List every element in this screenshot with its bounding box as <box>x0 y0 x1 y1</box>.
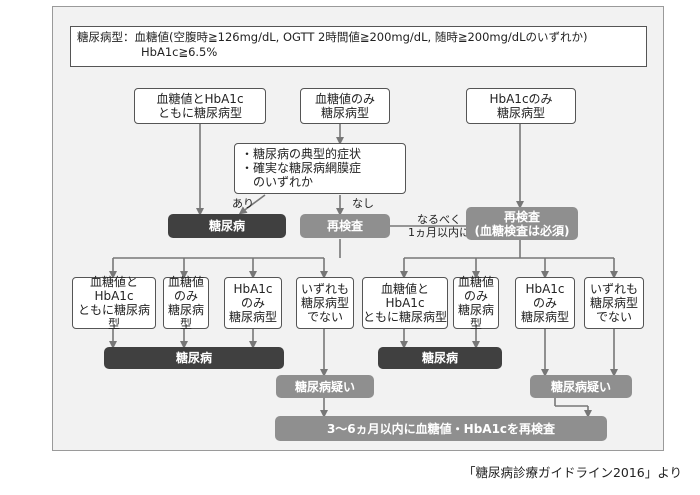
left-result-glucose: 血糖値 のみ 糖尿病型 <box>163 275 209 331</box>
left-result-neither: いずれも 糖尿病型 でない <box>296 277 354 329</box>
left-result-both: 血糖値と HbA1c ともに糖尿病型 <box>72 275 156 331</box>
right-result-hba1c: HbA1c のみ 糖尿病型 <box>515 277 575 329</box>
top-box-hba1c-only: HbA1cのみ 糖尿病型 <box>466 88 576 124</box>
final-retest: 3〜6ヵ月以内に血糖値・HbA1cを再検査 <box>275 416 607 441</box>
criteria-line-2: HbA1c≧6.5% <box>141 45 218 59</box>
label-no: なし <box>352 197 374 210</box>
label-yes: あり <box>232 197 254 210</box>
symptom-typical: 糖尿病の典型的症状 <box>253 147 362 161</box>
diagnostic-criteria: 糖尿病型：血糖値(空腹時≧126mg/dL, OGTT 2時間値≧200mg/d… <box>70 26 647 67</box>
symptom-either: のいずれか <box>253 175 314 189</box>
top-box-glucose-only: 血糖値のみ 糖尿病型 <box>300 88 390 124</box>
left-result-hba1c: HbA1c のみ 糖尿病型 <box>224 277 282 329</box>
right-result-neither: いずれも 糖尿病型 でない <box>584 277 644 329</box>
diagnosis-diabetes-right: 糖尿病 <box>378 347 502 369</box>
retest-right: 再検査 (血糖検査は必須) <box>466 207 578 240</box>
suspect-diabetes-left: 糖尿病疑い <box>276 375 374 398</box>
label-within-month: なるべく 1ヵ月以内に <box>408 213 470 239</box>
criteria-line-1: 糖尿病型：血糖値(空腹時≧126mg/dL, OGTT 2時間値≧200mg/d… <box>77 30 588 44</box>
symptom-retinopathy: 確実な糖尿病網膜症 <box>253 161 362 175</box>
source-citation: 「糖尿病診療ガイドライン2016」より <box>462 465 682 480</box>
symptoms-box: ・糖尿病の典型的症状 ・確実な糖尿病網膜症 のいずれか <box>234 143 406 194</box>
diagnosis-diabetes-top: 糖尿病 <box>168 214 286 238</box>
retest-left: 再検査 <box>300 214 390 238</box>
diagnosis-diabetes-left: 糖尿病 <box>104 347 284 369</box>
top-box-both: 血糖値とHbA1c ともに糖尿病型 <box>134 88 266 124</box>
suspect-diabetes-right: 糖尿病疑い <box>530 375 632 398</box>
right-result-both: 血糖値と HbA1c ともに糖尿病型 <box>362 277 448 329</box>
right-result-glucose: 血糖値 のみ 糖尿病型 <box>453 275 499 331</box>
